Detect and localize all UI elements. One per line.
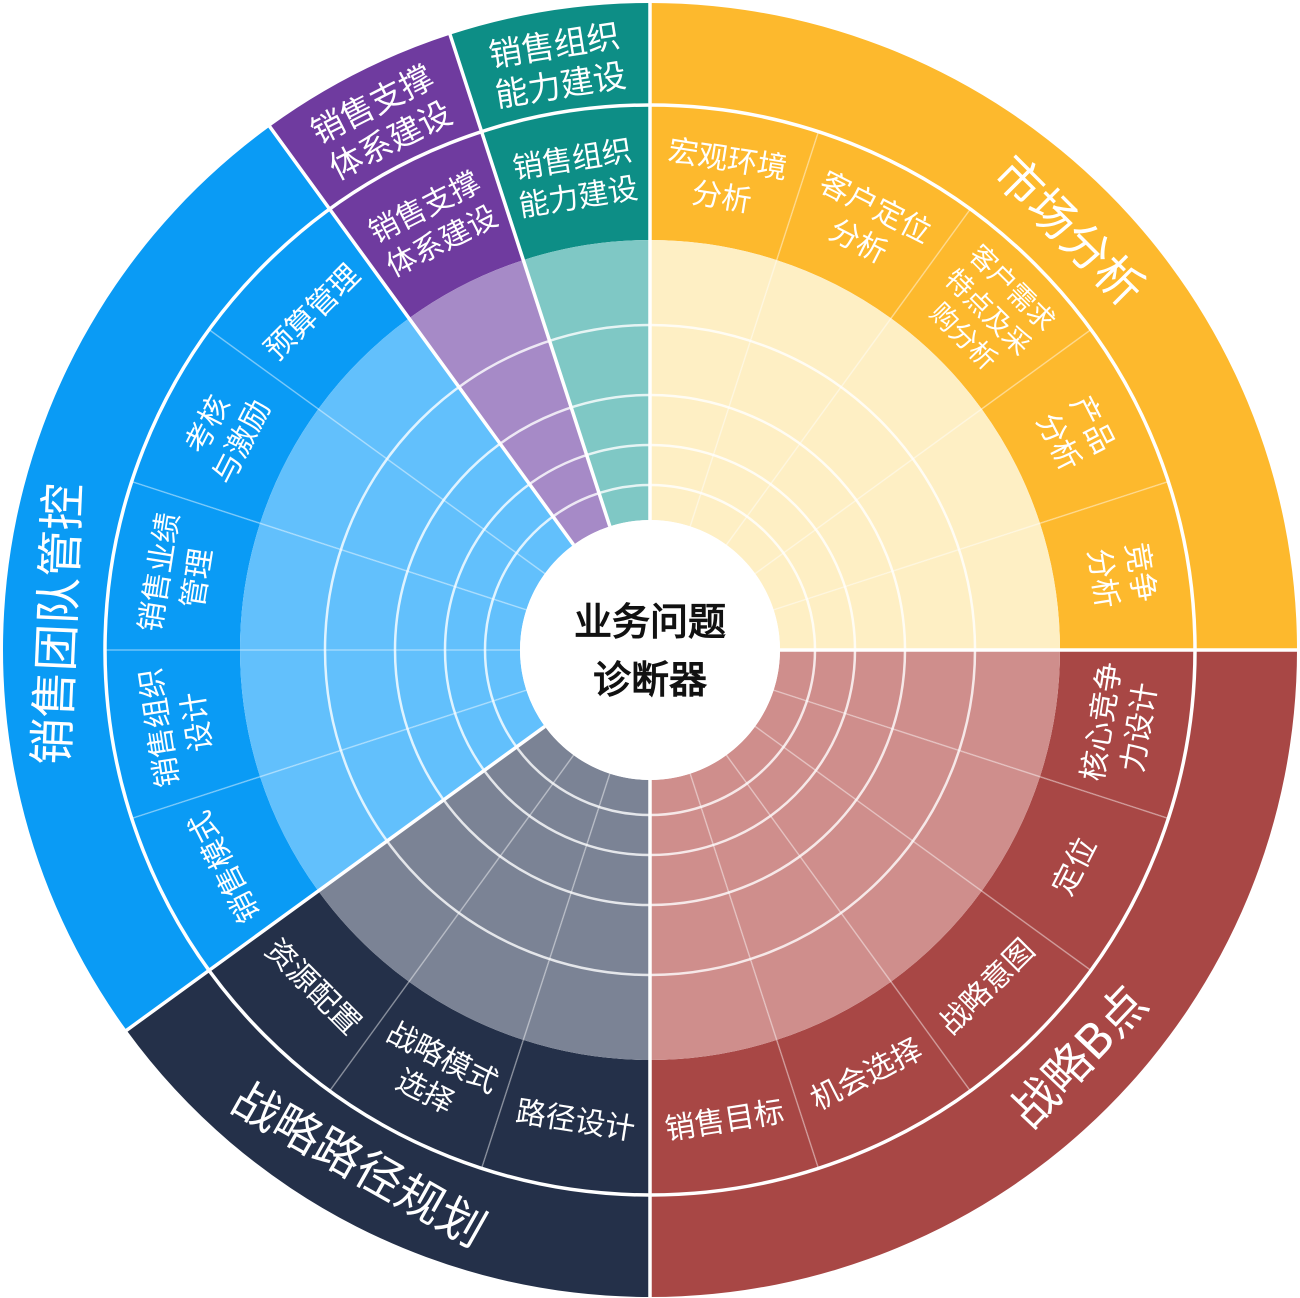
item-segment: [650, 105, 819, 261]
item-score-area: [523, 240, 650, 527]
center-title-line-2: 诊断器: [593, 658, 708, 702]
category-label: 销售团队管控: [25, 482, 92, 766]
item-score-area: [755, 690, 1040, 891]
category-segment: [650, 3, 1297, 650]
item-score-area: [240, 650, 527, 777]
item-score-area: [773, 650, 1060, 777]
item-divider: [208, 329, 546, 575]
item-segment: [105, 650, 261, 819]
center-hub: 业务问题 诊断器: [520, 520, 780, 780]
item-score-area: [773, 523, 1060, 650]
item-segment: [209, 890, 410, 1091]
item-score-area: [650, 773, 777, 1060]
item-segment: [650, 1039, 819, 1195]
item-score-area: [409, 755, 610, 1040]
item-score-area: [318, 726, 574, 982]
category-segment: [126, 970, 650, 1297]
item-score-area: [523, 773, 650, 1060]
item-divider: [131, 689, 527, 820]
item-segment: [1039, 481, 1195, 650]
category-divider: [123, 724, 546, 1033]
item-score-area: [318, 318, 574, 574]
category-divider: [267, 123, 576, 546]
item-divider: [773, 689, 1169, 820]
item-segment: [209, 209, 410, 410]
item-divider: [754, 329, 1092, 575]
item-score-area: [409, 260, 610, 545]
item-segment: [105, 481, 261, 650]
item-score-area: [755, 409, 1040, 610]
item-score-area: [260, 690, 545, 891]
category-segment: [3, 126, 330, 1031]
item-score-area: [650, 240, 777, 527]
center-circle: [520, 520, 780, 780]
item-divider: [689, 131, 820, 527]
item-score-area: [726, 318, 982, 574]
item-score-area: [726, 726, 982, 982]
item-segment: [890, 209, 1091, 410]
divider-lines: [103, 1, 1299, 1298]
item-divider: [480, 773, 611, 1169]
item-divider: [329, 754, 575, 1092]
item-divider: [725, 208, 971, 546]
item-divider: [754, 725, 1092, 971]
item-score-area: [690, 260, 891, 545]
item-segment: [481, 105, 650, 261]
center-title-line-1: 业务问题: [574, 600, 726, 644]
item-divider: [725, 754, 971, 1092]
item-segment: [890, 890, 1091, 1091]
category-segment: [269, 34, 482, 210]
category-divider: [447, 32, 612, 527]
item-divider: [131, 480, 527, 611]
category-segment: [450, 3, 650, 132]
item-score-area: [260, 409, 545, 610]
item-score-area: [690, 755, 891, 1040]
item-divider: [773, 480, 1169, 611]
item-segment: [481, 1039, 650, 1195]
item-segment: [1039, 650, 1195, 819]
category-segment: [650, 650, 1297, 1297]
category-label-line: 销售团队管控: [25, 482, 92, 766]
item-divider: [689, 773, 820, 1169]
item-score-area: [240, 523, 527, 650]
